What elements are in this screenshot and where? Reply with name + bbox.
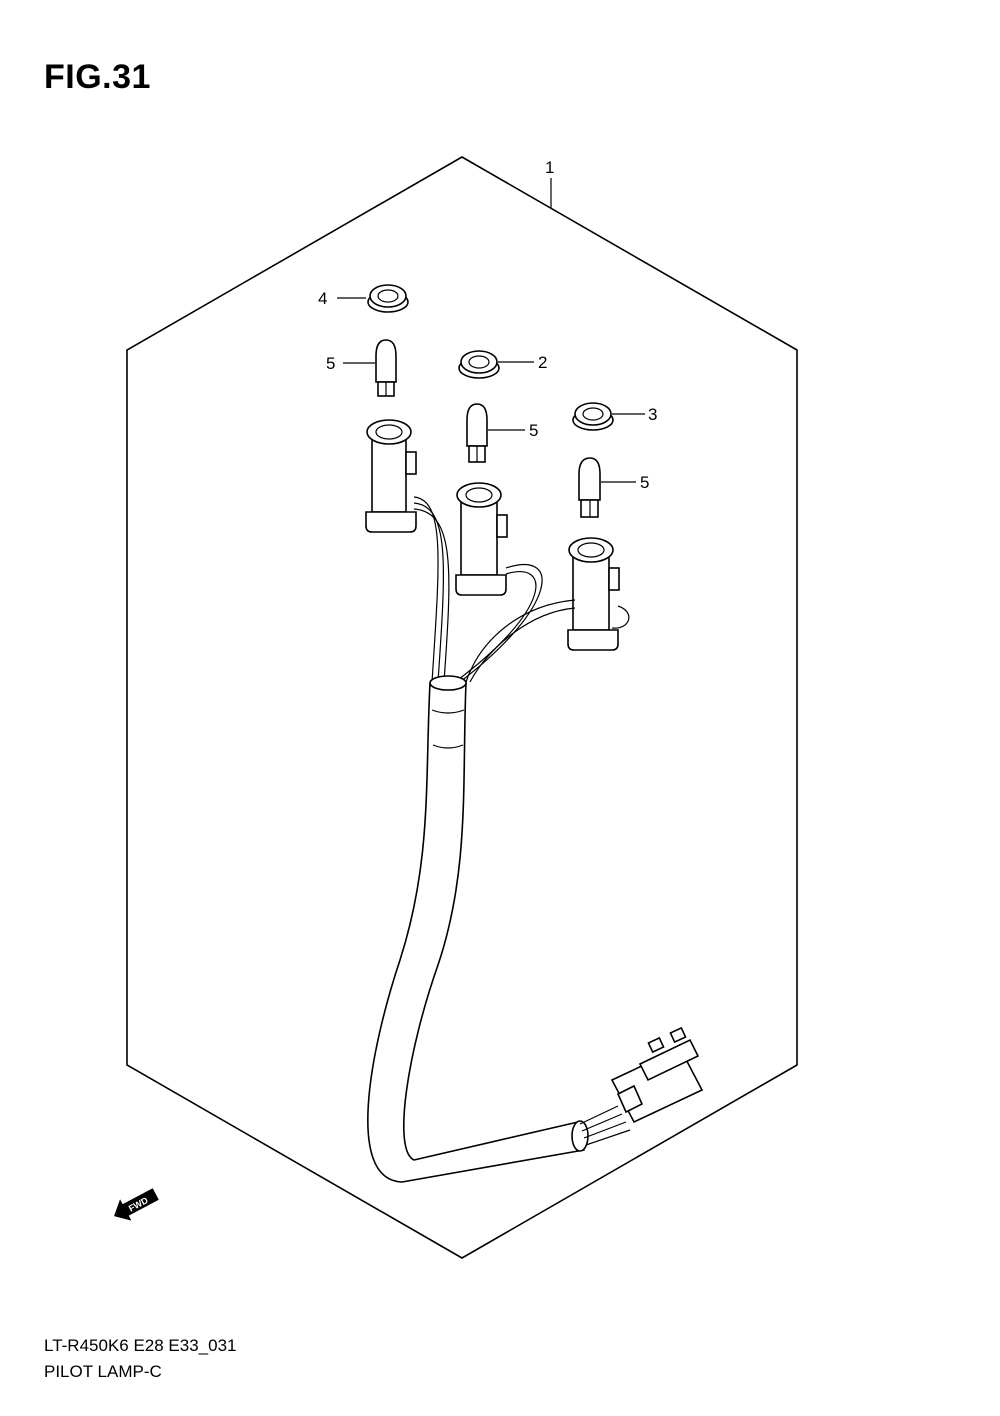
callout-5b[interactable]: 5 — [529, 421, 538, 440]
model-code: LT-R450K6 E28 E33_031 — [44, 1336, 237, 1355]
rubber-cap-2[interactable] — [458, 350, 500, 379]
wire-bundle — [413, 496, 630, 683]
callout-3[interactable]: 3 — [648, 405, 657, 424]
assembly-boundary — [126, 156, 798, 1259]
rubber-cap-4[interactable] — [367, 284, 409, 313]
rubber-cap-3[interactable] — [572, 402, 614, 431]
callout-2[interactable]: 2 — [538, 353, 547, 372]
figure-title: FIG.31 — [44, 58, 151, 96]
lamp-socket-left — [365, 419, 417, 533]
bulb-5-right[interactable] — [578, 457, 601, 518]
harness-connector — [579, 1026, 704, 1146]
callout-1[interactable]: 1 — [545, 158, 554, 177]
lamp-socket-middle — [455, 482, 508, 596]
part-name: PILOT LAMP-C — [44, 1362, 162, 1381]
bulb-5-left[interactable] — [375, 339, 397, 397]
bulb-5-middle[interactable] — [466, 403, 488, 463]
callout-5a[interactable]: 5 — [326, 354, 335, 373]
callout-5c[interactable]: 5 — [640, 473, 649, 492]
wiring-harness — [367, 675, 589, 1183]
callout-4[interactable]: 4 — [318, 289, 327, 308]
lamp-socket-right — [567, 537, 620, 651]
fwd-arrow-icon: FWD — [114, 1188, 159, 1221]
